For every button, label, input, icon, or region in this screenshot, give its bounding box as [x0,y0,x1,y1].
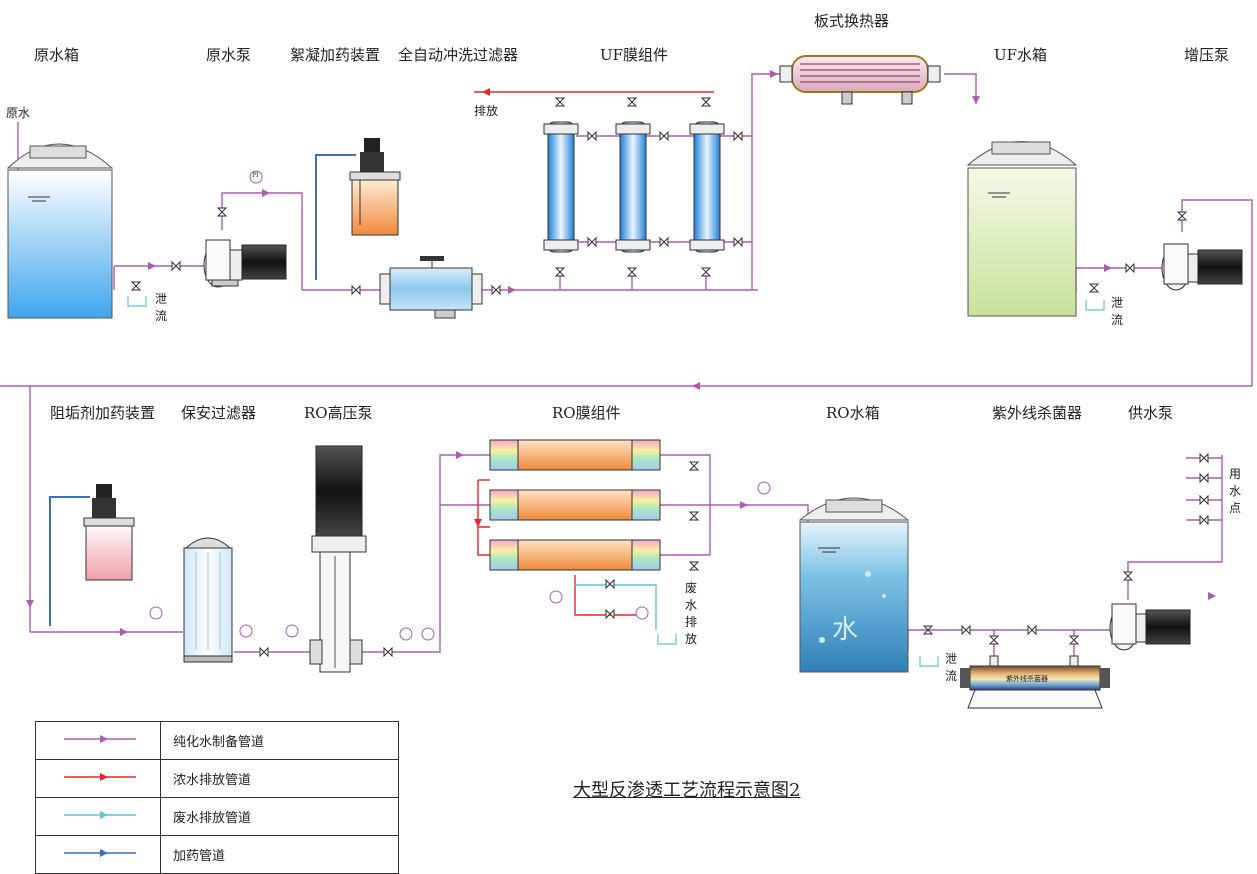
label-raw-pump: 原水泵 [206,46,252,64]
legend-swatch-pure [35,721,161,760]
raw-water-tank [6,143,114,319]
legend-label: 加药管道 [160,835,399,874]
drain-symbols [127,296,1105,667]
legend-swatch-dose [35,835,161,874]
label-ro-tank: RO水箱 [826,404,880,422]
label-uf-tank: UF水箱 [994,46,1048,64]
label-ro-hp-pump: RO高压泵 [304,404,373,422]
waste-pipes [575,584,657,630]
concentrate-pipes [474,91,714,616]
ro-membrane-modules [489,439,661,571]
pipe-legend: 纯化水制备管道 浓水排放管道 废水排放管道 加药管道 [35,721,399,874]
uf-column-1 [543,121,579,253]
ro-module-2 [489,489,661,521]
label-use-point: 用水点 [1228,467,1241,515]
legend-label: 浓水排放管道 [160,759,399,798]
antiscalant-dosing-unit [83,484,135,581]
legend-swatch-waste [35,797,161,836]
ro-water-tank: 水 [798,497,910,673]
label-drain-1: 泄流 [154,292,167,323]
label-drain-2: 泄流 [1110,296,1123,327]
uf-column-3 [689,121,725,253]
legend-row: 废水排放管道 [35,797,399,836]
security-filter [183,537,233,663]
label-flocculant-dosing: 絮凝加药装置 [290,46,381,64]
dosing-pipes [49,154,356,626]
label-booster-pump: 增压泵 [1184,46,1230,64]
valves [130,97,1209,658]
ro-module-3 [489,539,661,571]
label-waste-discharge: 废水排放 [684,581,697,646]
label-ro-module: RO膜组件 [552,404,621,422]
legend-label: 废水排放管道 [160,797,399,836]
label-uf-module: UF膜组件 [600,46,669,64]
flocculant-dosing-unit [349,138,401,236]
uf-water-tank [966,141,1078,317]
raw-water-pump [203,239,287,288]
ro-high-pressure-pump [309,445,367,673]
booster-pump [1161,243,1243,291]
uv-sterilizer: 紫外线杀菌器 [960,655,1110,709]
legend-row: 加药管道 [35,835,399,874]
legend-row: 纯化水制备管道 [35,721,399,760]
legend-swatch-conc [35,759,161,798]
flow-arrows [14,70,1216,636]
concentrate-arrows [474,88,490,527]
label-discharge: 排放 [474,104,499,118]
plate-heat-exchanger [779,55,941,105]
ro-module-1 [489,439,661,471]
diagram-caption: 大型反渗透工艺流程示意图2 [573,780,801,801]
label-uv-sterilizer: 紫外线杀菌器 [992,404,1083,422]
supply-pump [1109,603,1191,651]
uf-membrane-columns [543,121,725,253]
auto-flush-filter [379,256,483,319]
legend-row: 浓水排放管道 [35,759,399,798]
legend-label: 纯化水制备管道 [160,721,399,760]
label-antiscalant-dosing: 阻垢剂加药装置 [50,404,156,422]
label-drain-3: 泄流 [944,652,957,683]
uf-column-2 [615,121,651,253]
uv-unit-text: 紫外线杀菌器 [1006,674,1048,683]
label-raw-tank: 原水箱 [34,46,80,64]
gauge-label: PI [252,172,259,179]
tank-watermark: 水 [832,615,858,645]
label-raw-water: 原水 [6,106,31,120]
label-security-filter: 保安过滤器 [181,404,257,422]
pressure-gauges [149,170,771,641]
label-auto-flush-filter: 全自动冲洗过滤器 [398,46,519,64]
label-supply-pump: 供水泵 [1128,404,1174,422]
label-plate-heat-exchanger: 板式换热器 [814,12,890,30]
